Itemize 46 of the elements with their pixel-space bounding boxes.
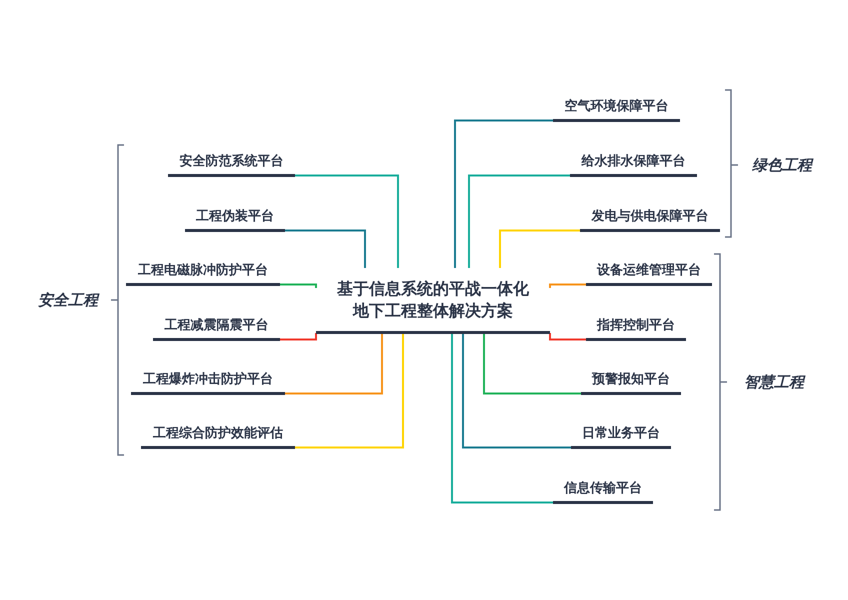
branch-topic <box>126 263 280 286</box>
branch-topic-text: 工程减震隔震平台 <box>164 318 268 335</box>
branch-topic-text: 工程电磁脉冲防护平台 <box>138 263 268 280</box>
connector-line <box>295 334 404 448</box>
branch-topic <box>141 426 295 449</box>
connector-line <box>451 334 553 504</box>
group-label: 安全工程 <box>38 291 98 309</box>
branch-topic-text: 设备运维管理平台 <box>597 263 701 280</box>
branch-topic <box>553 99 680 122</box>
group-label: 智慧工程 <box>744 373 804 391</box>
connector-line <box>285 334 383 394</box>
branch-topic <box>168 154 295 177</box>
central-topic-text: 基于信息系统的平战一体化地下工程整体解决方案 <box>336 278 530 322</box>
branch-topic <box>131 372 285 395</box>
group-label: 绿色工程 <box>752 156 812 174</box>
branch-topic <box>153 318 280 341</box>
branch-topic-text: 预警报知平台 <box>592 372 670 389</box>
branch-topic <box>586 263 712 286</box>
connector-line <box>499 230 580 268</box>
connector-line <box>549 284 586 288</box>
branch-topic <box>586 318 686 341</box>
branch-topic-text: 工程爆炸冲击防护平台 <box>143 372 273 389</box>
connector-line <box>280 284 317 288</box>
branch-topic-text: 给水排水保障平台 <box>582 154 686 171</box>
connector-line <box>549 333 586 340</box>
connector-line <box>483 334 581 394</box>
branch-topic-text: 发电与供电保障平台 <box>592 209 708 226</box>
branch-topic-text: 信息传输平台 <box>564 481 642 498</box>
branch-topic <box>553 481 653 504</box>
connector-line <box>462 334 571 448</box>
branch-topic-text: 指挥控制平台 <box>597 318 675 335</box>
branch-topic-text: 空气环境保障平台 <box>564 99 668 116</box>
branch-topic <box>581 372 681 395</box>
branch-topic-text: 日常业务平台 <box>582 426 660 443</box>
branch-topic-text: 安全防范系统平台 <box>180 154 284 171</box>
connector-line <box>295 174 399 268</box>
branch-topic <box>571 426 671 449</box>
branch-topic <box>570 154 697 177</box>
branch-topic-text: 工程综合防护效能评估 <box>153 426 283 443</box>
branch-topic <box>185 209 285 232</box>
branch-topic-text: 工程伪装平台 <box>196 209 274 226</box>
connector-line <box>454 120 553 268</box>
connector-line <box>285 230 366 268</box>
branch-topic <box>580 209 720 232</box>
connector-line <box>468 174 570 268</box>
connector-line <box>280 333 317 340</box>
